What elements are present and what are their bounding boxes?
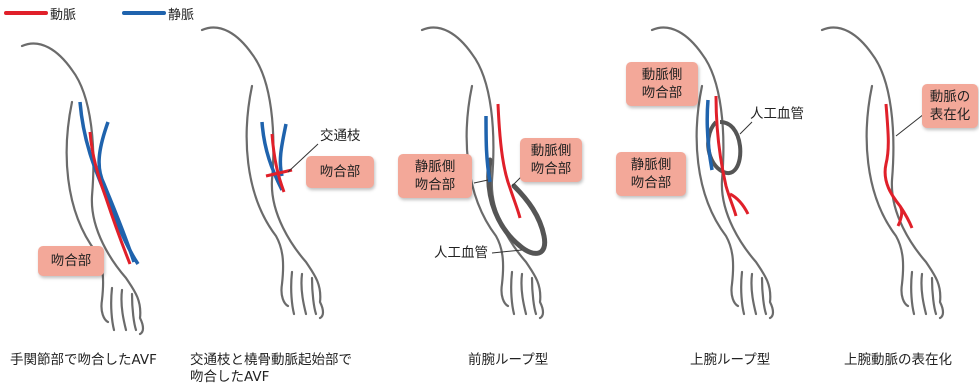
- vein-path: [280, 124, 286, 176]
- callout-arterial-anastomosis: 動脈側 吻合部: [520, 138, 582, 182]
- caption-panel-4: 上腕ループ型: [690, 352, 770, 369]
- legend-vein: 静脈: [122, 3, 194, 23]
- label-graft: 人工血管: [434, 245, 488, 261]
- legend-vein-label: 静脈: [168, 4, 194, 23]
- artery-path: [885, 104, 912, 228]
- caption-line: 手関節部で吻合したAVF: [10, 352, 157, 369]
- caption-panel-2: 交通枝と橈骨動脈起始部で 吻合したAVF: [190, 352, 352, 386]
- label-communicating-branch: 交通枝: [320, 128, 361, 144]
- panel-5-figure: [822, 27, 943, 318]
- caption-panel-1: 手関節部で吻合したAVF: [10, 352, 157, 369]
- panel-1-figure: [22, 43, 143, 334]
- pointer-line: [474, 180, 488, 183]
- caption-panel-3: 前腕ループ型: [468, 352, 548, 369]
- panel-2-figure: [202, 27, 323, 318]
- pointer-line: [740, 122, 752, 134]
- callout-arterial-anastomosis: 動脈側 吻合部: [626, 62, 698, 106]
- caption-line: 前腕ループ型: [468, 352, 548, 369]
- legend-artery: 動脈: [4, 3, 76, 23]
- caption-line: 上腕動脈の表在化: [844, 352, 952, 369]
- caption-line: 上腕ループ型: [690, 352, 770, 369]
- label-graft: 人工血管: [750, 106, 804, 122]
- callout-venous-anastomosis: 静脈側 吻合部: [398, 154, 472, 198]
- callout-anastomosis: 吻合部: [38, 246, 104, 276]
- caption-line: 吻合したAVF: [190, 369, 352, 386]
- callout-superficialization: 動脈の 表在化: [922, 84, 978, 128]
- legend-artery-label: 動脈: [50, 4, 76, 23]
- caption-line: 交通枝と橈骨動脈起始部で: [190, 352, 352, 369]
- callout-venous-anastomosis: 静脈側 吻合部: [616, 152, 686, 196]
- pointer-line: [896, 114, 924, 136]
- artery-swatch: [4, 11, 48, 15]
- caption-panel-5: 上腕動脈の表在化: [844, 352, 952, 369]
- callout-anastomosis: 吻合部: [306, 156, 374, 188]
- vein-swatch: [122, 11, 166, 15]
- artery-path: [498, 104, 520, 218]
